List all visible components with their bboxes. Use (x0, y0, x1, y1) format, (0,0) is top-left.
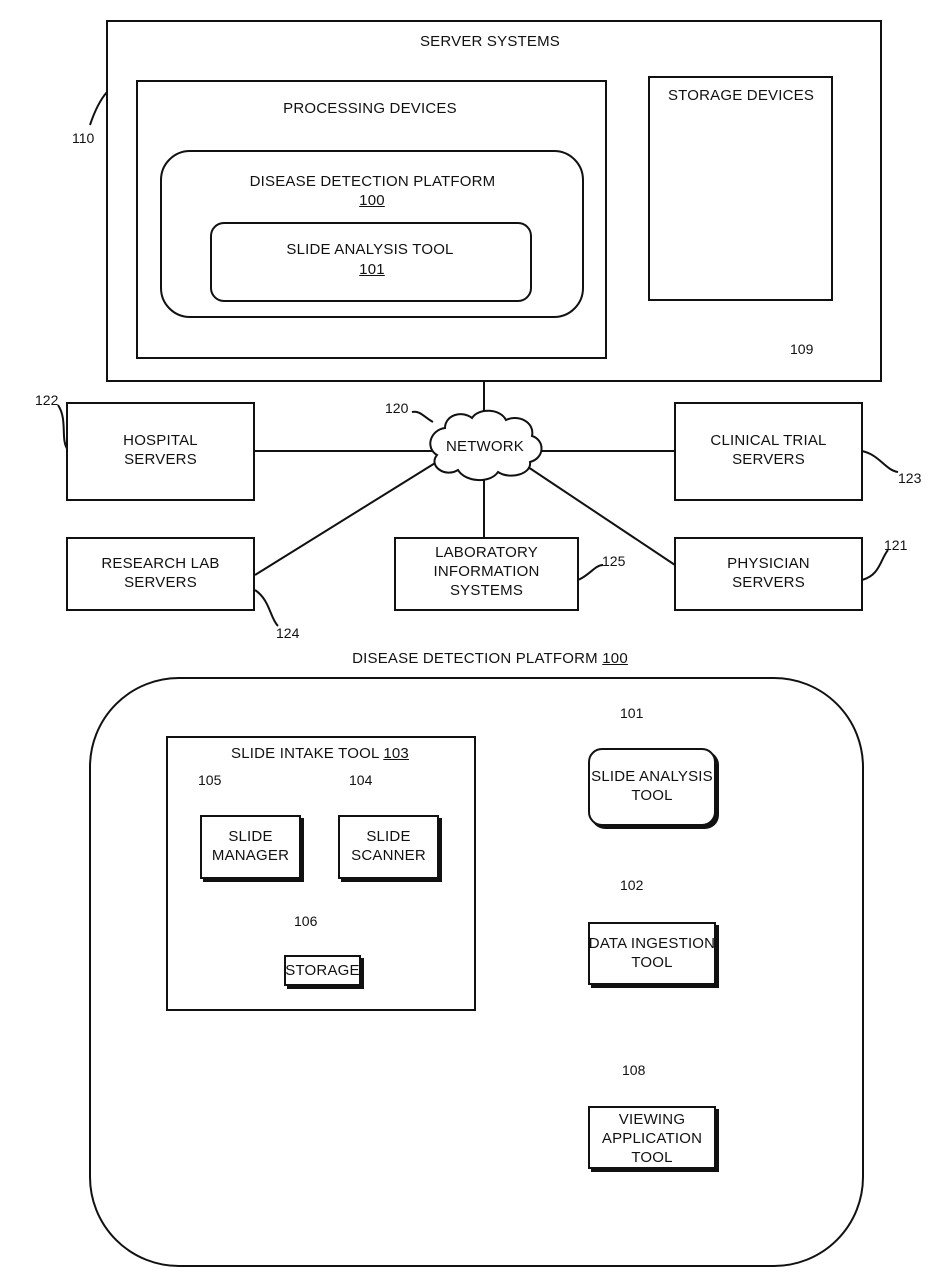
platform-inner-label: DISEASE DETECTION PLATFORM (230, 172, 515, 191)
ref-102: 102 (620, 877, 643, 893)
leader-124 (255, 590, 278, 626)
ref-122: 122 (35, 392, 58, 408)
hospital-servers-label: HOSPITAL SERVERS (66, 431, 255, 469)
physician-servers-label: PHYSICIAN SERVERS (674, 554, 863, 592)
ref-108: 108 (622, 1062, 645, 1078)
leader-125 (578, 565, 603, 580)
slide-intake-title: SLIDE INTAKE TOOL 103 (210, 744, 430, 763)
leader-123 (862, 451, 898, 472)
leader-110 (90, 92, 107, 125)
slide-manager-label: SLIDE MANAGER (200, 827, 301, 865)
slide-analysis-inner-ref: 101 (352, 260, 392, 279)
ref-106: 106 (294, 913, 317, 929)
data-ingestion-tool-label: DATA INGESTION TOOL (588, 934, 716, 972)
server-systems-label: SERVER SYSTEMS (400, 32, 580, 51)
platform-detail-ref: 100 (602, 650, 628, 667)
slide-scanner-label: SLIDE SCANNER (338, 827, 439, 865)
ref-105: 105 (198, 772, 221, 788)
ref-101: 101 (620, 705, 643, 721)
research-lab-servers-label: RESEARCH LAB SERVERS (66, 554, 255, 592)
slide-intake-ref: 103 (383, 745, 409, 762)
ref-125: 125 (602, 553, 625, 569)
slide-intake-label: SLIDE INTAKE TOOL (231, 745, 379, 762)
storage-devices-box (648, 76, 833, 301)
slide-analysis-inner-label: SLIDE ANALYSIS TOOL (270, 240, 470, 259)
storage-label: STORAGE (284, 961, 361, 980)
ref-123: 123 (898, 470, 921, 486)
viewing-application-tool-label: VIEWING APPLICATION TOOL (588, 1110, 716, 1167)
ref-120: 120 (385, 400, 408, 416)
ref-124: 124 (276, 625, 299, 641)
leader-121 (862, 550, 888, 580)
ref-104: 104 (349, 772, 372, 788)
slide-analysis-tool-label: SLIDE ANALYSIS TOOL (588, 767, 716, 805)
ref-110: 110 (72, 130, 94, 146)
ref-121: 121 (884, 537, 907, 553)
leader-120 (412, 412, 433, 422)
platform-inner-ref: 100 (352, 191, 392, 210)
network-label: NETWORK (445, 437, 525, 456)
platform-detail-label: DISEASE DETECTION PLATFORM (352, 650, 598, 667)
storage-devices-label: STORAGE DEVICES (655, 86, 827, 105)
lis-label: LABORATORY INFORMATION SYSTEMS (394, 543, 579, 600)
ref-109: 109 (790, 341, 813, 357)
clinical-trial-servers-label: CLINICAL TRIAL SERVERS (674, 431, 863, 469)
processing-devices-label: PROCESSING DEVICES (270, 99, 470, 118)
platform-detail-title: DISEASE DETECTION PLATFORM 100 (345, 649, 635, 668)
